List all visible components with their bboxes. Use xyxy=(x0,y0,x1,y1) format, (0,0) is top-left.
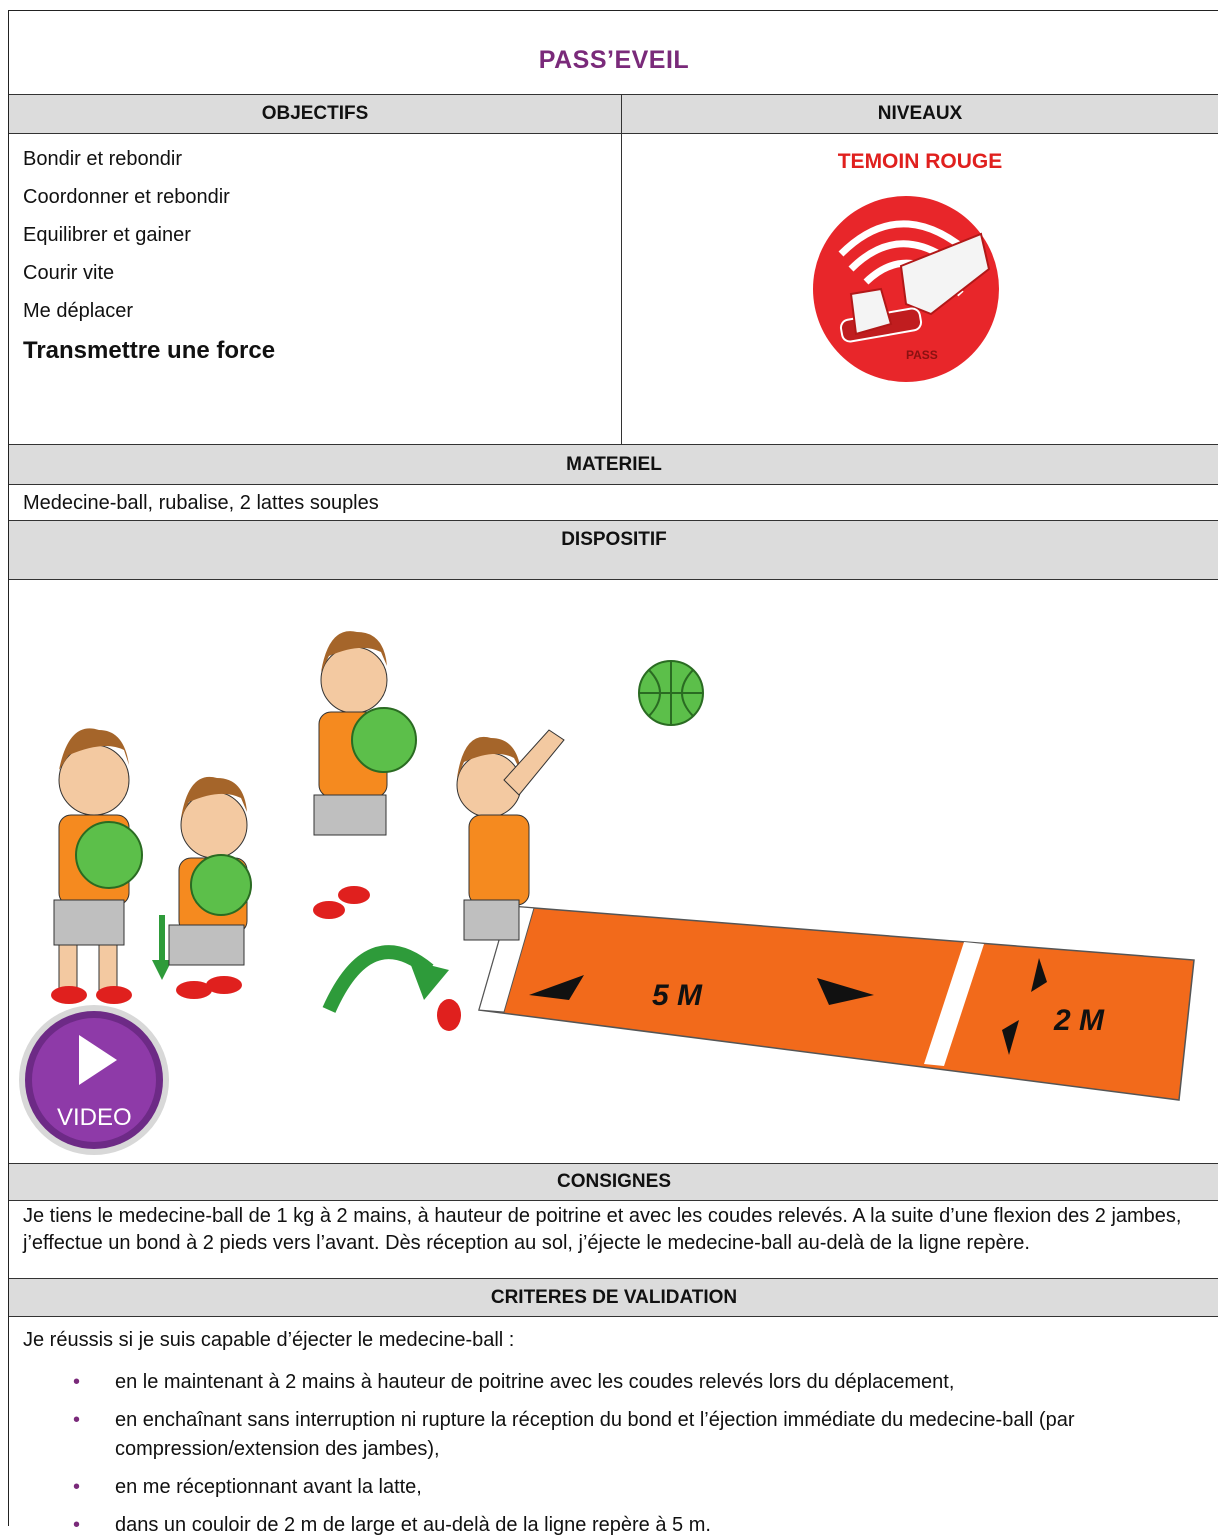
niveaux-header: NIVEAUX xyxy=(877,103,963,124)
list-item-text: en enchaînant sans interruption ni ruptu… xyxy=(115,1409,1075,1460)
video-label: VIDEO xyxy=(57,1104,132,1131)
objectif-item: Courir vite xyxy=(23,262,115,284)
objectif-item: Me déplacer xyxy=(23,300,134,322)
child-jumping-icon xyxy=(313,631,417,919)
width-label: 2 M xyxy=(1053,1004,1105,1037)
objectif-item-highlight: Transmettre une force xyxy=(23,337,276,364)
child-throwing-icon xyxy=(437,729,565,1031)
badge-text: PASS xyxy=(906,348,938,362)
activity-sheet: PASS’EVEIL OBJECTIFS NIVEAUX Bondir et r… xyxy=(8,10,1218,1536)
criteres-intro: Je réussis si je suis capable d’éjecter … xyxy=(23,1329,515,1351)
page-title: PASS’EVEIL xyxy=(538,46,690,74)
list-item: • en le maintenant à 2 mains à hauteur de… xyxy=(73,1368,1179,1397)
niveaux-cell: TEMOIN ROUGE PASS xyxy=(621,134,1218,444)
child-crouching-icon xyxy=(168,776,252,999)
materiel-header: MATERIEL xyxy=(9,444,1218,485)
list-item: • en enchaînant sans interruption ni rupt… xyxy=(73,1406,1179,1464)
dispositif-drawing: 5 M 2 M xyxy=(19,631,1195,1155)
curved-arrow-icon xyxy=(322,945,434,1013)
child-standing-icon xyxy=(51,728,143,1004)
dispositif-header: DISPOSITIF xyxy=(9,520,1218,580)
objectif-item: Equilibrer et gainer xyxy=(23,224,191,246)
title-row: PASS’EVEIL xyxy=(9,11,1218,94)
criteres-header: CRITERES DE VALIDATION xyxy=(9,1278,1218,1317)
bullet-icon: • xyxy=(73,1514,81,1536)
bullet-icon: • xyxy=(73,1476,81,1498)
dispositif-illustration: 5 M 2 M xyxy=(9,580,1218,1163)
list-item-text: dans un couloir de 2 m de large et au-de… xyxy=(115,1514,711,1536)
bullet-icon: • xyxy=(73,1409,81,1431)
list-item-text: en le maintenant à 2 mains à hauteur de … xyxy=(115,1371,955,1393)
distance-label: 5 M xyxy=(652,979,703,1012)
niveau-label: TEMOIN ROUGE xyxy=(837,150,1003,173)
consignes-text: Je tiens le medecine-ball de 1 kg à 2 ma… xyxy=(23,1205,1182,1254)
materiel-text: Medecine-ball, rubalise, 2 lattes souple… xyxy=(23,492,379,514)
objectif-item: Bondir et rebondir xyxy=(23,148,182,170)
columns-header: OBJECTIFS NIVEAUX xyxy=(9,94,1218,134)
consignes-header: CONSIGNES xyxy=(9,1163,1218,1201)
arrow-down-icon xyxy=(152,960,172,980)
list-item-text: en me réceptionnant avant la latte, xyxy=(115,1476,422,1498)
objectif-item: Coordonner et rebondir xyxy=(23,186,230,208)
objectifs-header: OBJECTIFS xyxy=(9,95,622,133)
temoin-rouge-badge-icon: PASS xyxy=(813,196,999,382)
bullet-icon: • xyxy=(73,1371,81,1393)
objectifs-list: Bondir et rebondir Coordonner et rebondi… xyxy=(9,134,622,444)
video-button[interactable]: VIDEO xyxy=(19,1005,169,1155)
play-icon xyxy=(79,1035,117,1085)
list-item: • en me réceptionnant avant la latte, xyxy=(73,1473,1179,1502)
